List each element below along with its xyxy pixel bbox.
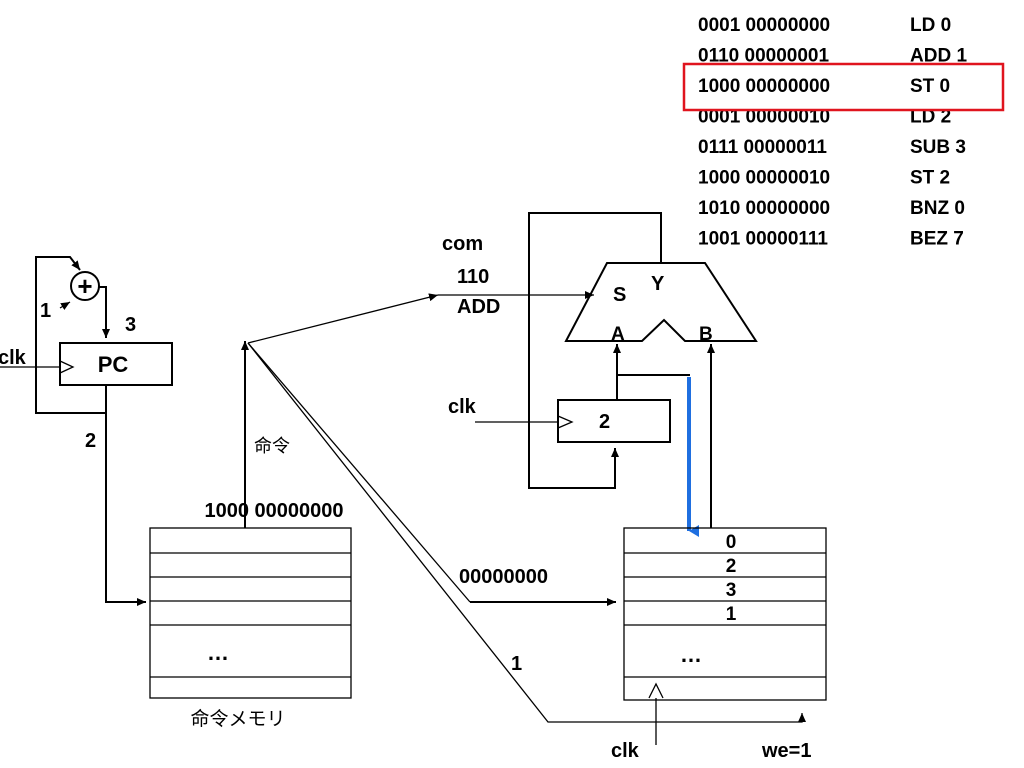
assembly: LD 0 — [910, 15, 951, 36]
alu-shape — [564, 262, 758, 342]
current-instruction-highlight — [682, 62, 1005, 112]
program-line: 1001 00000111 BEZ 7 — [698, 229, 964, 250]
machine-code: 0111 00000011 — [698, 137, 827, 158]
pc-section: + 1 3 PC clk 2 — [0, 256, 173, 606]
address-wire — [247, 342, 471, 603]
machine-code: 0001 00000010 — [698, 107, 830, 128]
alu-port-y: Y — [651, 273, 665, 295]
we-label: we=1 — [761, 740, 811, 762]
pc-feedback-wire — [35, 256, 107, 414]
accumulator-value: 2 — [599, 411, 610, 433]
imem-caption: 命令メモリ — [190, 708, 285, 730]
imem-box — [149, 527, 352, 699]
write-enable-wire — [247, 342, 806, 723]
dmem-cell-value: 3 — [726, 580, 737, 601]
dmem-box — [623, 527, 827, 701]
pc-to-imem-wire — [105, 385, 146, 606]
alu-output-loop — [528, 212, 662, 489]
dmem-cell-value: 1 — [726, 604, 737, 625]
alu-port-s: S — [613, 284, 626, 306]
dmem-ellipsis: … — [680, 642, 702, 667]
instruction-memory: … 命令メモリ 1000 00000000 命令 — [149, 341, 352, 730]
machine-code: 0001 00000000 — [698, 15, 830, 36]
pc-label: PC — [98, 352, 129, 377]
machine-code: 1001 00000111 — [698, 229, 828, 250]
pc-register — [59, 342, 173, 386]
com-code: 110 — [457, 266, 489, 288]
dmem-cell-value: 2 — [726, 556, 737, 577]
address-label: 00000000 — [459, 566, 548, 588]
assembly: ADD 1 — [910, 46, 967, 67]
pc-clock-triangle — [59, 360, 75, 374]
imem-ellipsis: … — [207, 640, 229, 665]
assembly: ST 0 — [910, 76, 950, 97]
program-line: 1010 00000000 BNZ 0 — [698, 198, 965, 219]
decode-wires: 00000000 1 com 110 ADD — [247, 233, 806, 723]
dmem-cell-value: 0 — [726, 532, 737, 553]
program-listing: 0001 00000000 LD 0 0110 00000001 ADD 1 1000 … — [698, 15, 967, 250]
program-line: 0110 00000001 ADD 1 — [698, 46, 967, 67]
program-line: 1000 00000010 ST 2 — [698, 168, 950, 189]
program-line: 0001 00000010 LD 2 — [698, 107, 951, 128]
pc-clk-label: clk — [0, 347, 27, 369]
com-op: ADD — [457, 296, 500, 318]
acc-clk-label: clk — [448, 396, 477, 418]
dmem-values: 0 2 3 1 — [726, 532, 737, 625]
opcode-wire — [247, 293, 439, 344]
pc-output-value: 2 — [85, 430, 96, 452]
pc-input-value: 3 — [125, 314, 136, 336]
accumulator-register — [557, 399, 671, 443]
alu-port-a: A — [611, 324, 625, 345]
instruction-bus-label: 命令 — [254, 436, 290, 457]
program-line: 1000 00000000 ST 0 — [698, 76, 950, 97]
machine-code: 1000 00000000 — [698, 76, 830, 97]
machine-code: 1000 00000010 — [698, 168, 830, 189]
data-memory: 0 2 3 1 … clk we=1 — [611, 527, 827, 762]
alu-port-b: B — [699, 324, 713, 345]
machine-code: 1010 00000000 — [698, 198, 830, 219]
we-signal-value: 1 — [511, 653, 522, 675]
assembly: BEZ 7 — [910, 229, 964, 250]
program-line: 0001 00000000 LD 0 — [698, 15, 951, 36]
assembly: ST 2 — [910, 168, 950, 189]
adder-symbol: + — [77, 271, 92, 301]
machine-code: 0110 00000001 — [698, 46, 829, 67]
com-label: com — [442, 233, 483, 255]
alu: S Y A B — [528, 212, 758, 528]
acc-clock-triangle — [557, 415, 574, 429]
assembly: BNZ 0 — [910, 198, 965, 219]
fetched-instruction: 1000 00000000 — [204, 500, 343, 522]
accumulator: 2 clk — [448, 396, 671, 443]
adder-to-pc-wire — [99, 286, 110, 338]
increment-label: 1 — [40, 300, 51, 322]
dmem-clock-triangle — [648, 682, 664, 699]
increment-wire — [59, 301, 71, 311]
program-line: 0111 00000011 SUB 3 — [698, 137, 966, 158]
assembly: LD 2 — [910, 107, 951, 128]
assembly: SUB 3 — [910, 137, 966, 158]
dmem-clk-label: clk — [611, 740, 640, 762]
